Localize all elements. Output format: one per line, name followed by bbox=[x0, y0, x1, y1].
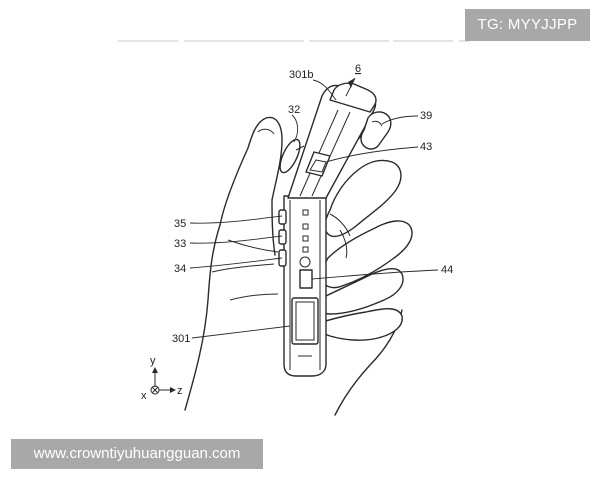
ref-301b: 301b bbox=[289, 69, 313, 81]
axis-y-label: y bbox=[150, 355, 156, 367]
axis-triad: y x z bbox=[141, 355, 183, 402]
ref-44: 44 bbox=[441, 264, 453, 276]
watermark-tag: TG: MYYJJPP bbox=[465, 9, 590, 41]
ref-32: 32 bbox=[288, 104, 300, 116]
leader-lines bbox=[189, 77, 439, 339]
label-6-arrowhead bbox=[348, 78, 355, 88]
axis-x-label: x bbox=[141, 390, 147, 402]
ref-6: 6 bbox=[355, 63, 361, 75]
ref-39: 39 bbox=[420, 110, 432, 122]
ref-34: 34 bbox=[174, 263, 186, 275]
ref-35: 35 bbox=[174, 218, 186, 230]
device-body bbox=[278, 82, 392, 377]
hand-outline bbox=[184, 116, 413, 416]
ref-33: 33 bbox=[174, 238, 186, 250]
axis-z-label: z bbox=[177, 385, 183, 397]
ref-43: 43 bbox=[420, 141, 432, 153]
watermark-url: www.crowntiyuhuangguan.com bbox=[11, 439, 263, 469]
ref-301: 301 bbox=[172, 333, 190, 345]
